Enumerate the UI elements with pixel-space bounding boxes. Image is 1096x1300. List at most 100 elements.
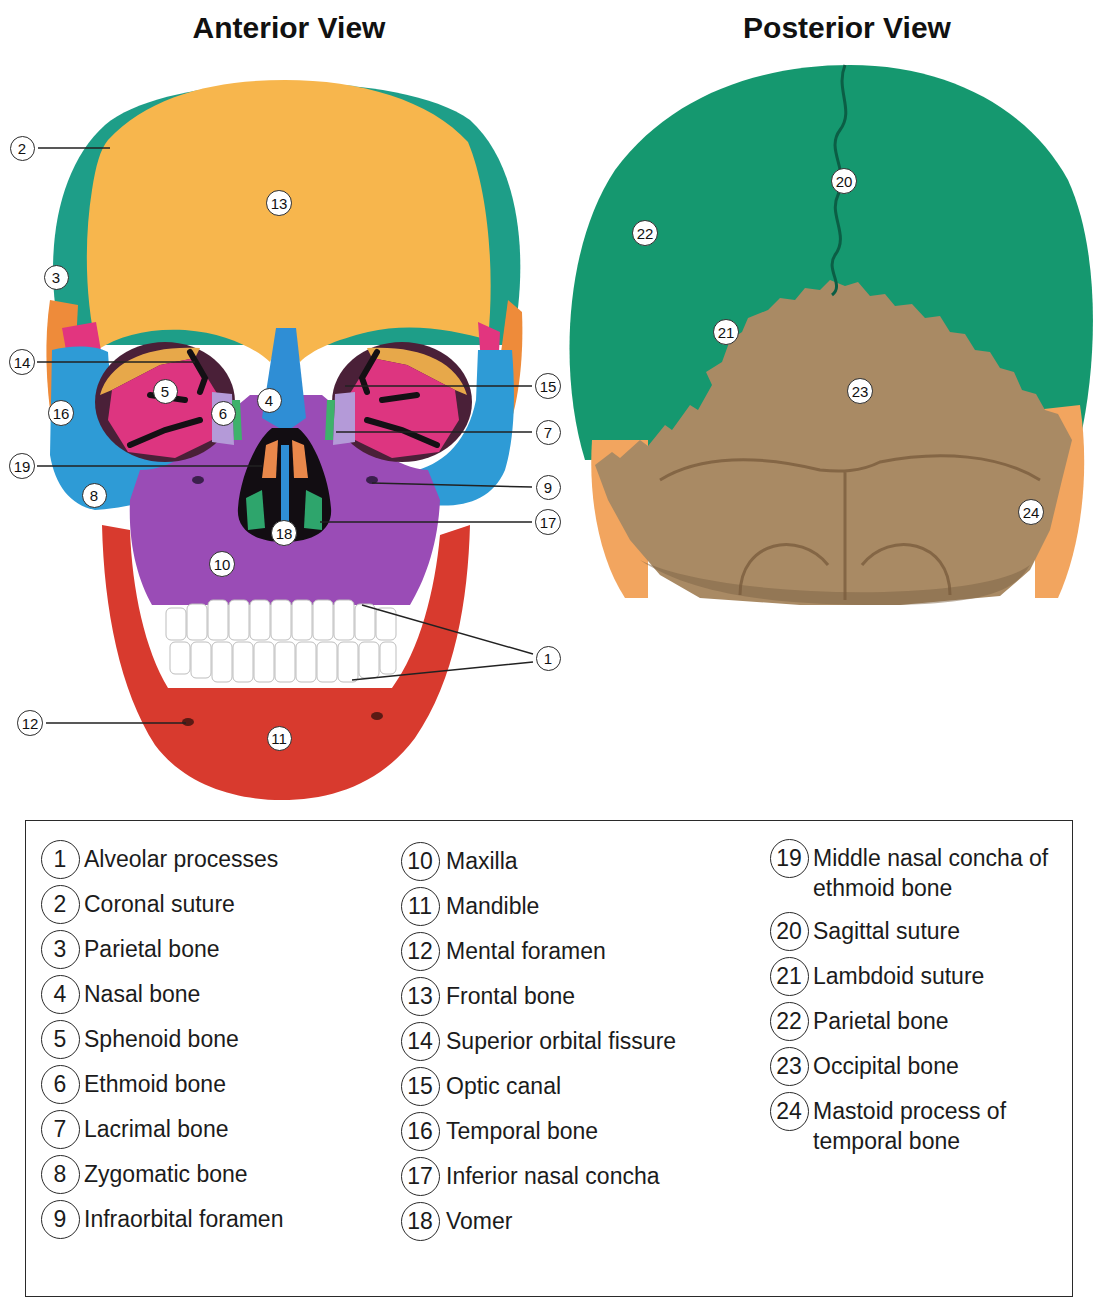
tooth [229,600,249,640]
callout-number: 12 [17,710,43,736]
callout-number: 15 [407,1071,433,1101]
callout-number: 10 [407,846,433,876]
callout-number: 19 [776,843,802,873]
callout-number: 15 [535,373,561,399]
part-name: Superior orbital fissure [446,1026,676,1056]
callout-number: 23 [776,1051,802,1081]
tooth [292,600,312,640]
orbit-shape [95,342,235,462]
inferior-concha-shape [304,490,322,530]
callout-number: 24 [1018,499,1044,525]
callout-number: 22 [632,220,658,246]
key-number: 2 [41,885,80,924]
callout-number: 9 [544,480,552,495]
key-number: 19 [770,839,809,878]
key-number: 23 [770,1047,809,1086]
key-number: 6 [41,1065,80,1104]
callout-number: 11 [408,891,432,921]
part-name: Occipital bone [813,1051,1058,1081]
tooth [275,642,295,682]
key-number: 8 [41,1155,80,1194]
callout-number: 21 [713,319,739,345]
occipital-shadow [640,560,1030,605]
view-title: Anterior View [193,10,386,46]
callout-number: 14 [407,1026,433,1056]
callout-number: 2 [18,141,26,156]
callout-number: 6 [219,406,227,421]
part-name: Middle nasal concha of ethmoid bone [813,843,1058,903]
part-name: Infraorbital foramen [84,1204,283,1234]
key-number: 22 [770,1002,809,1041]
part-name: Nasal bone [84,979,200,1009]
key-number: 7 [41,1110,80,1149]
key-number: 4 [41,975,80,1014]
callout-number: 8 [82,483,107,508]
callout-number: 3 [52,270,60,285]
tooth [338,642,358,682]
callout-number: 3 [44,265,69,290]
callout-number: 14 [9,349,35,375]
callout-number: 24 [776,1096,802,1126]
tooth [334,600,354,640]
callout-number: 18 [271,520,297,546]
tooth [313,600,333,640]
tooth [271,600,291,640]
tooth [170,642,190,674]
callout-number: 19 [9,453,35,479]
key-number: 15 [401,1067,440,1106]
callout-number: 4 [257,388,282,413]
callout-number: 22 [776,1006,802,1036]
callout-number: 16 [48,400,74,426]
part-name: Lambdoid suture [813,961,1058,991]
callout-number: 15 [540,379,557,394]
callout-number: 8 [54,1159,67,1189]
callout-number: 24 [1023,505,1040,520]
key-number: 21 [770,957,809,996]
nuchal-lines [660,456,1040,600]
inferior-concha-shape [246,490,265,530]
callout-number: 9 [54,1204,67,1234]
callout-number: 4 [265,393,273,408]
tooth [254,642,274,682]
tooth [380,642,396,674]
callout-number: 19 [14,459,31,474]
callout-number: 21 [718,325,735,340]
tooth [233,642,253,682]
part-name: Frontal bone [446,981,575,1011]
part-name: Inferior nasal concha [446,1161,660,1191]
callout-number: 7 [54,1114,67,1144]
part-name: Vomer [446,1206,512,1236]
tooth [166,608,186,640]
tooth [376,608,396,640]
teeth [166,600,396,682]
key-number: 13 [401,977,440,1016]
part-name: Parietal bone [84,934,220,964]
callout-number: 2 [54,889,67,919]
callout-number: 16 [53,406,70,421]
callout-number: 11 [271,731,287,746]
part-name: Sphenoid bone [84,1024,239,1054]
callout-number: 1 [536,646,561,671]
infraorbital-foramen-shape [192,476,204,484]
part-name: Lacrimal bone [84,1114,228,1144]
key-number: 14 [401,1022,440,1061]
callout-number: 16 [407,1116,433,1146]
tooth [359,642,379,678]
key-number: 1 [41,840,80,879]
callout-number: 18 [407,1206,433,1236]
part-name: Alveolar processes [84,844,278,874]
callout-number: 20 [831,168,857,194]
callout-number: 22 [637,226,654,241]
part-name: Mental foramen [446,936,606,966]
part-name: Zygomatic bone [84,1159,248,1189]
nasal-bone-shape [262,328,306,432]
callout-number: 20 [776,916,802,946]
callout-number: 17 [540,515,557,530]
callout-number: 10 [209,551,235,577]
callout-number: 21 [776,961,802,991]
key-number: 12 [401,932,440,971]
tooth [208,600,228,640]
ethmoid-bone-shape [333,392,355,445]
callout-number: 5 [153,379,178,404]
part-name: Parietal bone [813,1006,1058,1036]
